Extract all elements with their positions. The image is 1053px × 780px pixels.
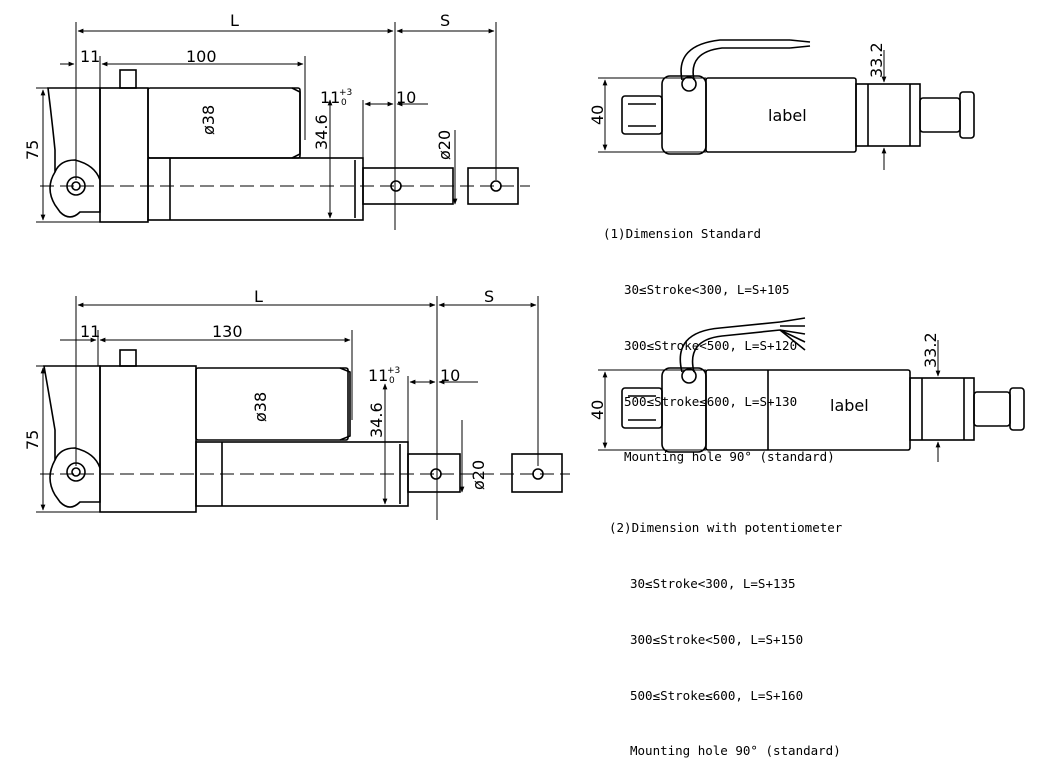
notes-heading: (1)Dimension Standard <box>603 226 762 242</box>
dim-height: 75 <box>23 430 42 450</box>
dim-tolerance-minus: 0 <box>341 98 347 108</box>
dim-motor-dia: ø38 <box>199 105 218 135</box>
top-view-potentiometer <box>621 317 1025 453</box>
notes-line: 500≤Stroke≤600, L=S+160 <box>630 687 804 703</box>
dim-width: 40 <box>588 105 607 125</box>
dim-width: 40 <box>588 400 607 420</box>
dim-S: S <box>484 287 494 306</box>
dim-tube-height: 34.6 <box>312 114 331 150</box>
dim-S: S <box>440 11 450 30</box>
dim-tolerance-base: 11 <box>368 366 388 385</box>
dim-tube-height: 34.6 <box>367 402 386 438</box>
dim-11: 11 <box>80 47 100 66</box>
technical-drawing: L S 11 100 75 ø38 34.6 11 +3 0 10 ø20 <box>23 11 1025 520</box>
dim-body-length: 100 <box>186 47 217 66</box>
dimension-labels-bottom: L S 11 130 75 ø38 34.6 11 +3 0 10 ø20 <box>23 287 494 490</box>
notes-line: 30≤Stroke<300, L=S+135 <box>630 575 796 591</box>
notes-mounting: Mounting hole 90° (standard) <box>624 449 835 465</box>
dim-tolerance-plus: +3 <box>387 366 400 376</box>
notes-line: 300≤Stroke<500, L=S+150 <box>630 631 804 647</box>
dim-33-2: 33.2 <box>921 332 940 368</box>
notes-line: 500≤Stroke≤600, L=S+130 <box>624 393 798 409</box>
notes-standard: (1)Dimension Standard 30≤Stroke<300, L=S… <box>603 188 835 486</box>
housing-label: label <box>830 396 869 415</box>
dim-body-length: 130 <box>212 322 243 341</box>
dim-rod-dia: ø20 <box>435 130 454 160</box>
notes-potentiometer: (2)Dimension with potentiometer 30≤Strok… <box>609 482 842 780</box>
dim-motor-dia: ø38 <box>251 392 270 422</box>
notes-mounting: Mounting hole 90° (standard) <box>630 743 841 759</box>
dim-tolerance-plus: +3 <box>339 88 352 98</box>
dim-tolerance-base: 11 <box>320 88 340 107</box>
dim-11: 11 <box>80 322 100 341</box>
notes-line: 300≤Stroke<500, L=S+120 <box>624 337 798 353</box>
top-view-standard <box>621 39 975 155</box>
top-view-potentiometer-labels: 40 33.2 label <box>588 332 940 420</box>
dim-L: L <box>230 11 239 30</box>
top-view-standard-labels: 40 33.2 label <box>588 42 886 125</box>
housing-label: label <box>768 106 807 125</box>
dim-tolerance-minus: 0 <box>389 376 395 386</box>
dim-10: 10 <box>440 366 460 385</box>
dim-height: 75 <box>23 140 42 160</box>
dim-33-2: 33.2 <box>867 42 886 78</box>
dim-L: L <box>254 287 263 306</box>
notes-line: 30≤Stroke<300, L=S+105 <box>624 281 790 297</box>
dimension-labels-top: L S 11 100 75 ø38 34.6 11 +3 0 10 ø20 <box>23 11 454 160</box>
dim-rod-dia: ø20 <box>469 460 488 490</box>
notes-heading: (2)Dimension with potentiometer <box>609 520 843 536</box>
dim-10: 10 <box>396 88 416 107</box>
